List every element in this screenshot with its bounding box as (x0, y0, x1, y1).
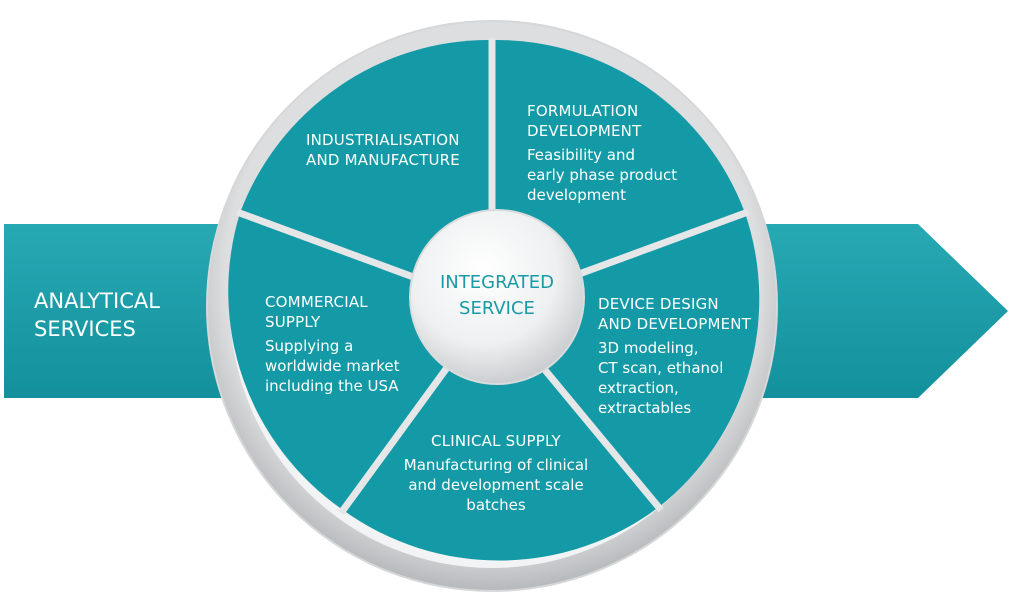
arrow-label-line2: SERVICES (34, 317, 136, 341)
segment-desc-line: early phase product (527, 166, 678, 184)
segment-desc-line: Manufacturing of clinical (403, 456, 589, 474)
segment-title-line: CLINICAL SUPPLY (431, 432, 561, 450)
segment-industrialisation-and-manufacture (240, 39, 492, 307)
segment-label-formulation: FORMULATION DEVELOPMENT Feasibility and … (527, 101, 677, 205)
segment-title-line: AND MANUFACTURE (306, 151, 460, 169)
segment-desc-line: including the USA (265, 377, 399, 395)
segment-desc-line: extractables (598, 399, 692, 417)
segment-title-line: SUPPLY (265, 313, 321, 331)
segment-desc-line: extraction, (598, 379, 679, 397)
segment-title-line: DEVICE DESIGN (598, 295, 719, 313)
segment-label-industrialisation: INDUSTRIALISATION AND MANUFACTURE (306, 130, 460, 170)
segment-desc-line: Feasibility and (527, 146, 635, 164)
hub-circle (409, 209, 585, 385)
segment-clinical-supply (343, 306, 659, 561)
segment-label-commercial-supply: COMMERCIAL SUPPLY Supplying a worldwide … (265, 292, 400, 396)
analytical-services-label: ANALYTICAL SERVICES (34, 287, 160, 343)
segment-desc-line: development (527, 186, 626, 204)
segment-desc-line: batches (466, 496, 526, 514)
segment-label-clinical-supply: CLINICAL SUPPLY Manufacturing of clinica… (396, 431, 596, 515)
arrow-label-line1: ANALYTICAL (34, 289, 160, 313)
segment-desc-line: and development scale (408, 476, 584, 494)
hub-label: INTEGRATED SERVICE (408, 270, 586, 322)
segment-desc-line: worldwide market (265, 357, 400, 375)
hub-label-line2: SERVICE (459, 298, 535, 319)
segment-desc-line: 3D modeling, (598, 339, 699, 357)
segment-desc-line: Supplying a (265, 337, 354, 355)
segment-title-line: AND DEVELOPMENT (598, 315, 752, 333)
segment-title-line: DEVELOPMENT (527, 122, 642, 140)
hub-label-line1: INTEGRATED (439, 272, 554, 293)
segment-title-line: INDUSTRIALISATION (306, 131, 460, 149)
segment-title-line: COMMERCIAL (265, 293, 368, 311)
segment-title-line: FORMULATION (527, 102, 639, 120)
segment-label-device-design: DEVICE DESIGN AND DEVELOPMENT 3D modelin… (598, 294, 751, 418)
segment-desc-line: CT scan, ethanol (598, 359, 724, 377)
